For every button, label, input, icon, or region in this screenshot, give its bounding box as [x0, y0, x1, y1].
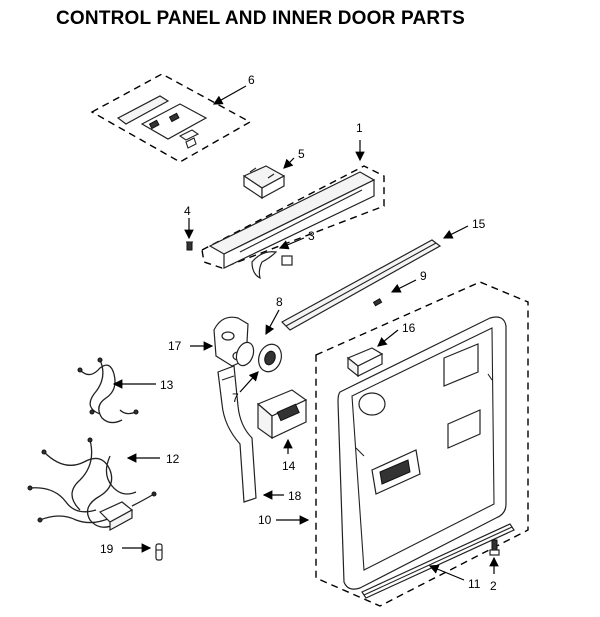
part-16-door-latch — [346, 347, 384, 378]
part-7-fan — [258, 343, 282, 373]
part-11-bottom-trim — [361, 523, 515, 599]
callout-10: 10 — [258, 513, 272, 527]
callout-13: 13 — [160, 378, 174, 392]
callout-14: 14 — [282, 459, 296, 473]
part-13-wire-harness — [77, 357, 139, 424]
leader-lines — [112, 85, 499, 581]
part-9-screw — [372, 298, 383, 307]
callout-16: 16 — [402, 321, 416, 335]
callout-11: 11 — [468, 577, 481, 591]
part-19-connector — [155, 543, 163, 561]
part-2-screw — [489, 539, 500, 556]
callout-1: 1 — [356, 121, 363, 135]
part-4-screw — [186, 241, 193, 251]
part-18-duct — [217, 365, 257, 503]
callout-8: 8 — [276, 295, 283, 309]
callout-9: 9 — [420, 269, 427, 283]
callout-4: 4 — [184, 204, 191, 218]
part-1-control-panel — [201, 165, 385, 269]
part-5-module — [242, 165, 286, 200]
part-6-control-board — [90, 73, 252, 163]
part-12-wire-harness — [27, 437, 157, 532]
callout-18: 18 — [288, 489, 302, 503]
diagram-title: CONTROL PANEL AND INNER DOOR PARTS — [56, 8, 465, 29]
part-15-gasket — [281, 239, 442, 331]
part-14-control-module — [256, 389, 308, 440]
part-8-ring — [235, 341, 255, 367]
callout-17: 17 — [168, 339, 182, 353]
callout-3: 3 — [308, 229, 315, 243]
part-10-inner-door — [315, 281, 529, 607]
callout-5: 5 — [298, 147, 305, 161]
callout-12: 12 — [166, 452, 180, 466]
part-3-latch — [251, 251, 293, 280]
callout-19: 19 — [100, 542, 114, 556]
callout-15: 15 — [472, 217, 486, 231]
callout-7: 7 — [232, 391, 239, 405]
callout-6: 6 — [248, 73, 255, 87]
callout-2: 2 — [490, 579, 497, 593]
